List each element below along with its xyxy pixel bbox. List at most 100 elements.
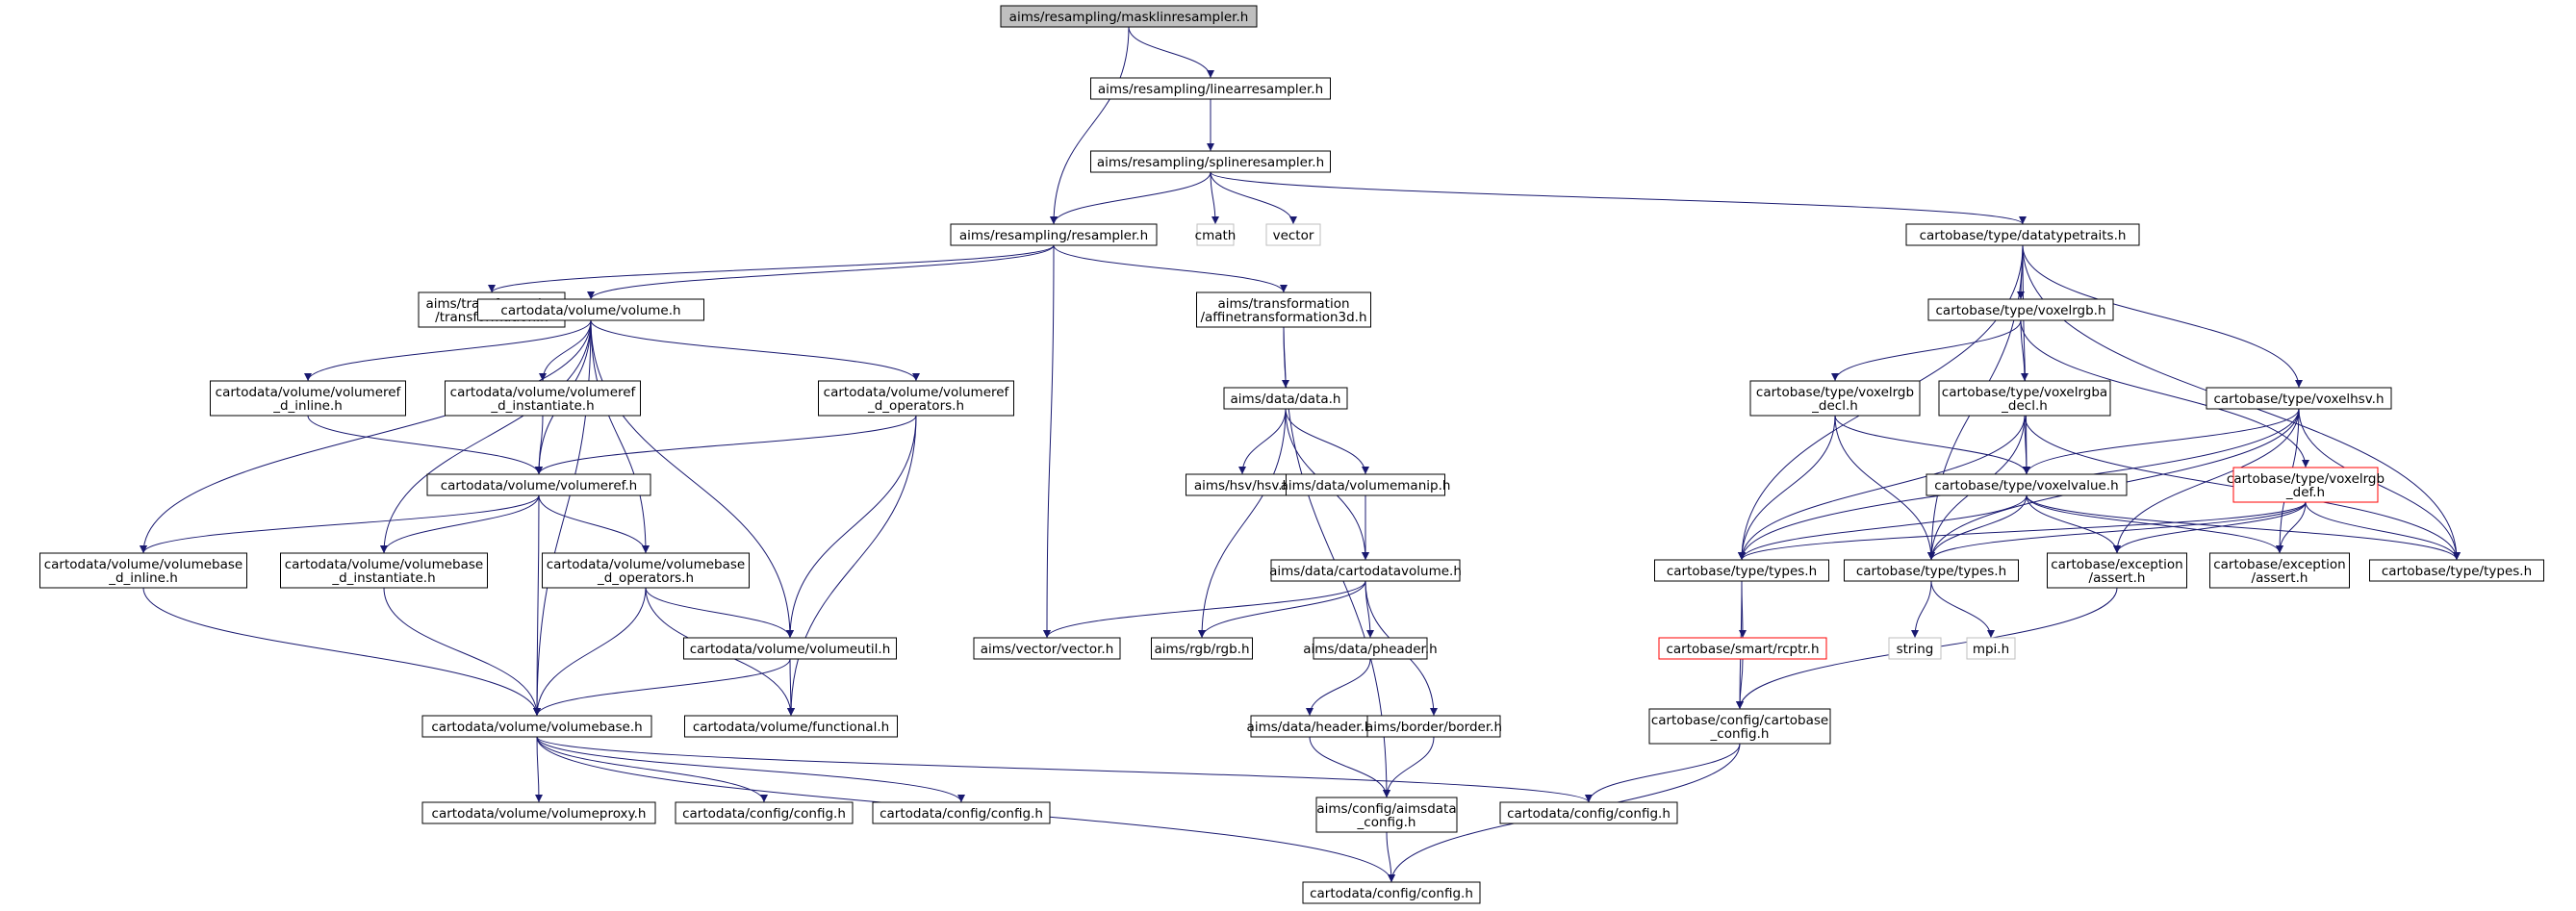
node-box [2369,559,2544,582]
node-label: cartodata/volume/volumeref [450,385,637,400]
node-n1[interactable]: aims/resampling/linearresampler.h [1090,77,1331,100]
node-n26[interactable]: aims/data/data.h [1223,387,1348,410]
node-box [684,715,898,738]
node-n3[interactable]: aims/resampling/resampler.h [950,223,1158,246]
node-label: cartobase/config/cartobase [1651,713,1828,728]
node-n18[interactable]: cartodata/volume/volumeutil.h [683,637,897,660]
node-n20[interactable]: cartodata/volume/functional.h [684,715,898,738]
node-box [1286,473,1445,496]
node-label: aims/config/aimsdata [1316,801,1456,817]
edge-n3-to-n9 [1053,244,1288,293]
node-n23[interactable]: cartodata/config/config.h [872,801,1051,824]
node-n2[interactable]: aims/resampling/splineresampler.h [1090,150,1331,173]
node-box [2047,552,2187,589]
node-n5: vector [1265,223,1321,246]
node-label: cartobase/type/datatypetraits.h [1920,228,2127,243]
node-label: _decl.h [2001,398,2048,414]
node-n0[interactable]: aims/resampling/masklinresampler.h [1000,5,1258,28]
edge-n8-to-n11 [304,319,592,382]
node-label: aims/transformation [1217,296,1349,312]
node-n4: cmath [1195,223,1236,246]
node-n17[interactable]: cartodata/volume/volumebase_d_operators.… [542,552,750,589]
node-label: aims/resampling/splineresampler.h [1097,155,1324,170]
edge-n17-to-n19 [533,587,647,717]
edge-n38-to-n43 [2113,408,2300,554]
edge-n18-to-n20 [786,658,795,717]
node-n12[interactable]: cartodata/volume/volumeref_d_instantiate… [445,380,641,417]
node-n41[interactable]: cartobase/type/types.h [1654,559,1829,582]
node-n11[interactable]: cartodata/volume/volumeref_d_inline.h [210,380,406,417]
node-n14[interactable]: cartodata/volume/volumeref.h [426,473,651,496]
node-n22[interactable]: cartodata/config/config.h [675,801,854,824]
node-n28[interactable]: aims/data/volumemanip.h [1281,473,1451,496]
edge-n36-to-n39 [1834,415,2030,475]
node-label: cartobase/exception [2213,557,2346,572]
node-n9[interactable]: aims/transformation/affinetransformation… [1196,291,1371,328]
node-n49[interactable]: cartobase/config/cartobase_config.h [1648,708,1831,745]
node-box [210,380,406,417]
edge-n16-to-n19 [383,587,541,717]
node-box [2209,552,2350,589]
node-box [1927,298,2114,321]
node-n45[interactable]: cartobase/type/types.h [2369,559,2544,582]
node-n40[interactable]: cartobase/type/voxelrgb_def.h [2227,467,2385,503]
node-n37[interactable]: cartobase/type/voxelrgba_decl.h [1938,380,2111,417]
node-box [1844,559,2019,582]
node-label: /assert.h [2252,570,2308,586]
node-n25[interactable]: cartodata/config/config.h [1499,801,1678,824]
node-label: cartobase/type/types.h [1667,564,1817,579]
node-n19[interactable]: cartodata/volume/volumebase.h [421,715,652,738]
node-n36[interactable]: cartobase/type/voxelrgb_decl.h [1749,380,1921,417]
node-label: cartobase/exception [2051,557,2183,572]
node-label: cartobase/smart/rcptr.h [1666,642,1819,657]
node-n50[interactable]: cartodata/config/config.h [1302,881,1481,904]
edge-n35-to-n36 [1831,319,2022,382]
node-n21[interactable]: cartodata/volume/volumeproxy.h [421,801,656,824]
edge-n19-to-n24 [536,736,1593,803]
edge-n40-to-n43 [2113,501,2307,554]
edge-n39-to-n41 [1738,494,2028,561]
node-label: cartobase/type/voxelrgb [1756,385,1914,400]
node-box [1888,637,1942,660]
node-n13[interactable]: cartodata/volume/volumeref_d_operators.h [818,380,1014,417]
edge-n31-to-n32 [1306,658,1371,717]
node-box [280,552,488,589]
node-n42[interactable]: cartobase/type/types.h [1844,559,2019,582]
edge-n40-to-n45 [2305,501,2461,561]
node-n32[interactable]: aims/data/header.h [1247,715,1373,738]
node-n6[interactable]: cartobase/type/datatypetraits.h [1905,223,2140,246]
edge-n2-to-n5 [1210,171,1297,225]
edge-n40-to-n42 [1927,501,2307,561]
node-n30[interactable]: aims/rgb/rgb.h [1151,637,1253,660]
node-n46[interactable]: cartobase/smart/rcptr.h [1658,637,1827,660]
edge-n39-to-n44 [2026,494,2283,554]
node-label: aims/vector/vector.h [981,642,1114,657]
edge-n32-to-n34 [1309,736,1390,798]
node-n38[interactable]: cartobase/type/voxelhsv.h [2206,387,2392,410]
node-n31[interactable]: aims/data/pheader.h [1303,637,1438,660]
node-n33[interactable]: aims/border/border.h [1365,715,1502,738]
node-label: /affinetransformation3d.h [1200,310,1366,325]
node-n8[interactable]: cartodata/volume/volume.h [477,298,704,321]
edge-n39-to-n42 [1927,494,2028,561]
edge-n19-to-n23 [536,736,965,803]
node-label: cartodata/volume/volumeproxy.h [432,806,647,822]
node-n15[interactable]: cartodata/volume/volumebase_d_inline.h [39,552,247,589]
node-label: cartodata/config/config.h [1507,806,1671,822]
node-n44[interactable]: cartobase/exception/assert.h [2209,552,2350,589]
node-label: aims/resampling/linearresampler.h [1098,82,1323,97]
node-n39[interactable]: cartobase/type/voxelvalue.h [1926,473,2128,496]
edge-n8-to-n16 [380,319,592,554]
edge-n8-to-n18 [590,319,794,639]
edge-n6-to-n39 [2022,244,2030,475]
node-n27[interactable]: aims/hsv/hsv.h [1186,473,1299,496]
node-n16[interactable]: cartodata/volume/volumebase_d_instantiat… [280,552,488,589]
node-label: _d_inline.h [108,570,178,586]
node-box [445,380,641,417]
node-n10[interactable]: aims/vector/vector.h [973,637,1121,660]
node-n43[interactable]: cartobase/exception/assert.h [2047,552,2187,589]
node-n34[interactable]: aims/config/aimsdata_config.h [1315,797,1458,833]
node-n29[interactable]: aims/data/cartodatavolume.h [1269,559,1462,582]
node-n35[interactable]: cartobase/type/voxelrgb.h [1927,298,2114,321]
